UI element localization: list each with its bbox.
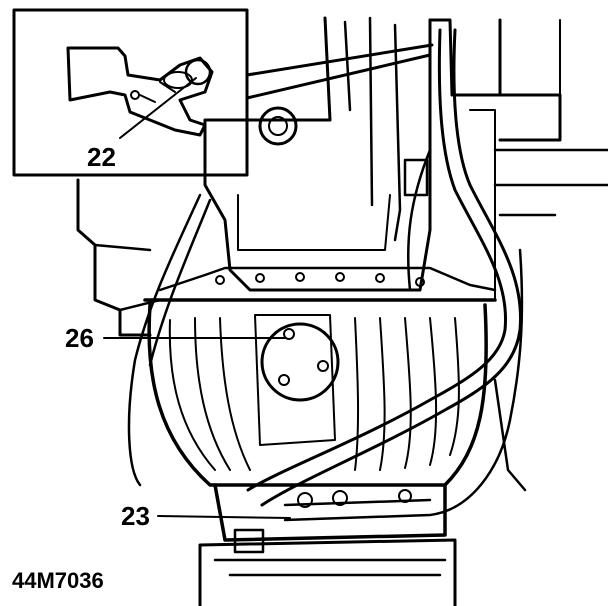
- callout-26: 26: [65, 323, 94, 353]
- callout-23: 23: [121, 501, 150, 531]
- transmission-assembly: [76, 16, 608, 606]
- figure-id: 44M7036: [12, 568, 104, 593]
- leader-lines: [103, 77, 291, 519]
- callout-22: 22: [87, 142, 116, 172]
- detail-inset: [12, 8, 249, 177]
